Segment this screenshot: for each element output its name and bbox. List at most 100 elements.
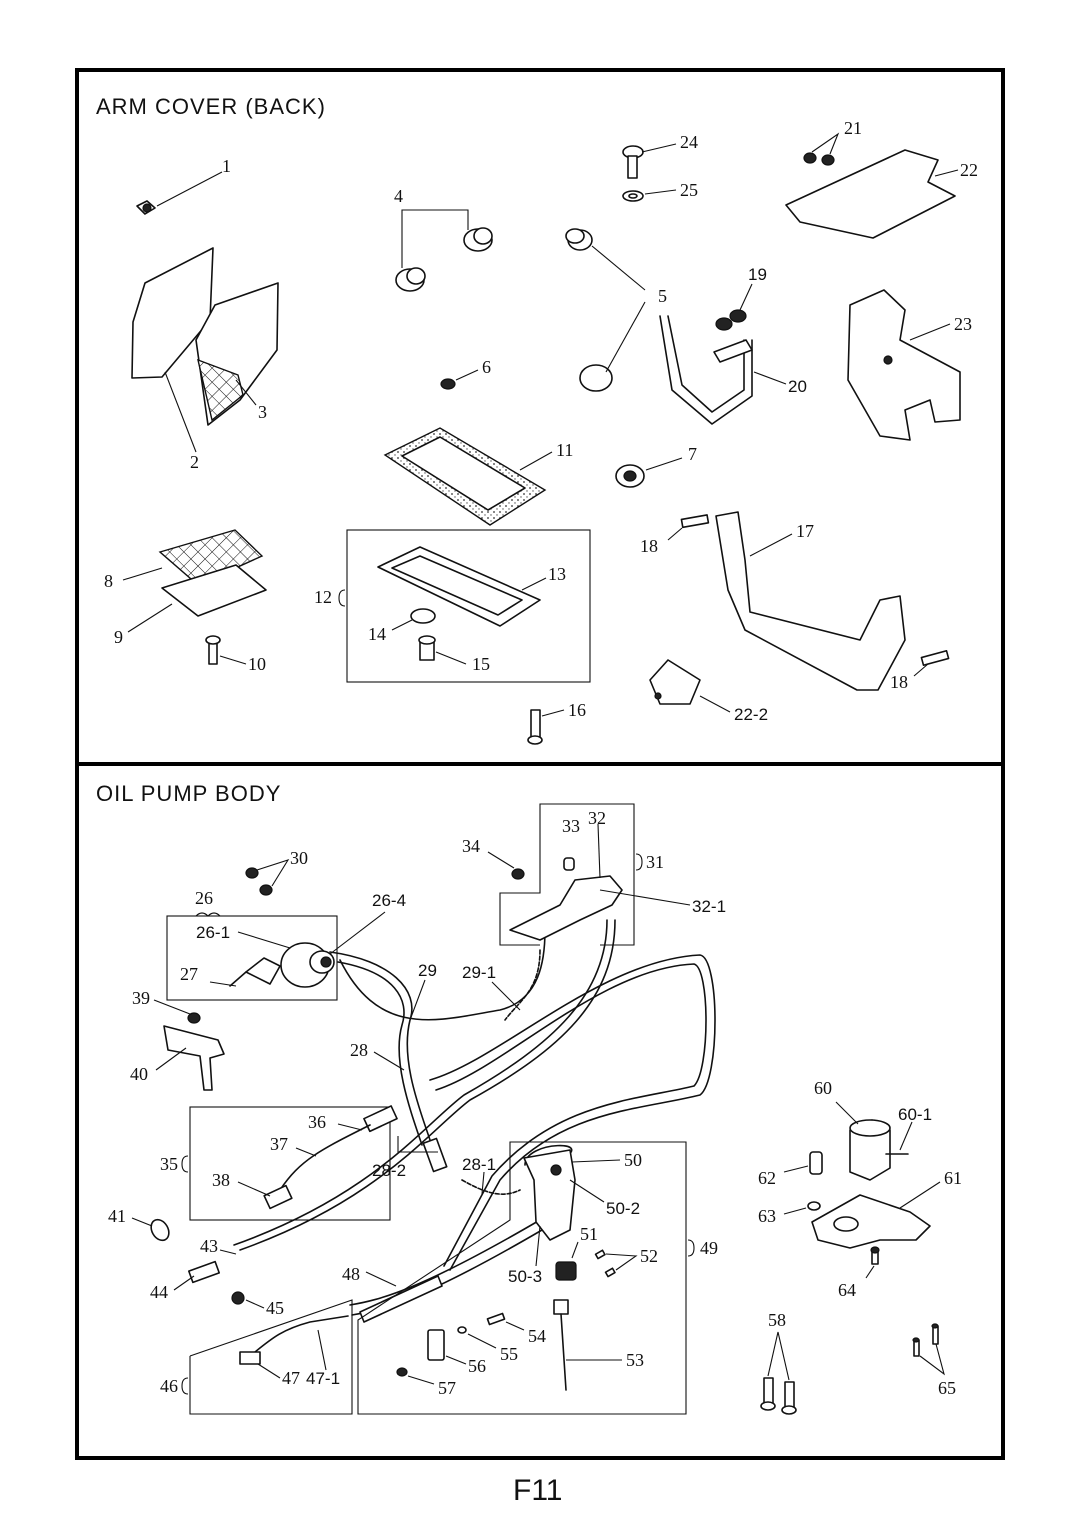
callout: 37 — [270, 1134, 288, 1154]
callout: 22 — [960, 160, 978, 180]
part-52-pins — [594, 1249, 616, 1278]
part-8-mesh-plate — [158, 529, 264, 586]
callout: 50 — [624, 1150, 642, 1170]
callout: 50-3 — [508, 1267, 542, 1286]
part-30-screws — [245, 867, 273, 896]
callout: 38 — [212, 1170, 230, 1190]
part-28-1-spring — [461, 1179, 521, 1195]
callout: 32 — [588, 808, 606, 828]
callout: 11 — [556, 440, 573, 460]
callout: 2 — [190, 452, 199, 472]
part-54-pin — [486, 1312, 506, 1326]
callout: 35 — [160, 1154, 178, 1174]
part-3-mesh-cover — [195, 282, 279, 426]
callout: 61 — [944, 1168, 962, 1188]
callout: 48 — [342, 1264, 360, 1284]
part-27-bracket — [229, 957, 281, 987]
part-15-plug — [418, 635, 436, 661]
callout: 27 — [180, 964, 198, 984]
part-40-bracket — [163, 1025, 225, 1091]
callout: 1 — [222, 156, 231, 176]
part-56-plate — [427, 1329, 445, 1361]
callout: 64 — [838, 1280, 856, 1300]
callout: 26-1 — [196, 923, 230, 942]
callout: 63 — [758, 1206, 776, 1226]
part-33-plug — [563, 857, 575, 871]
part-22-2-plate — [649, 659, 701, 705]
callout: 3 — [258, 402, 267, 422]
callout: 58 — [768, 1310, 786, 1330]
callout: 39 — [132, 988, 150, 1008]
group-26-box — [166, 915, 338, 1001]
callout: 47-1 — [306, 1369, 340, 1388]
part-65-screws — [912, 1323, 939, 1357]
part-9-plate — [161, 564, 267, 617]
callout: 28 — [350, 1040, 368, 1060]
group-49-box — [357, 1141, 687, 1415]
callout: 50-2 — [606, 1199, 640, 1218]
part-21-screws — [803, 152, 835, 166]
part-26-pump — [280, 942, 335, 988]
callout: 49 — [700, 1238, 718, 1258]
part-38-plug — [263, 1184, 293, 1210]
callout: 29 — [418, 961, 437, 980]
section-title-oil-pump: OIL PUMP BODY — [96, 781, 281, 806]
callout: 19 — [748, 265, 767, 284]
part-60-block — [849, 1119, 891, 1181]
part-23-cover-block — [847, 289, 961, 441]
callout: 13 — [548, 564, 566, 584]
part-37-cable — [279, 1124, 371, 1191]
callout: 54 — [528, 1326, 546, 1346]
part-22-plate — [785, 149, 956, 239]
part-51-cap — [555, 1261, 577, 1281]
callout: 21 — [844, 118, 862, 138]
callout: 9 — [114, 627, 123, 647]
callout: 41 — [108, 1206, 126, 1226]
part-6-screw — [440, 378, 456, 390]
callout: 46 — [160, 1376, 178, 1396]
callout: 40 — [130, 1064, 148, 1084]
part-10-bolt — [205, 635, 221, 665]
callout: 36 — [308, 1112, 326, 1132]
part-24-screw — [622, 145, 644, 179]
part-41-cap — [150, 1218, 170, 1242]
callout: 60-1 — [898, 1105, 932, 1124]
callout: 34 — [462, 836, 480, 856]
callout: 4 — [394, 186, 403, 206]
callout: 14 — [368, 624, 386, 644]
callout: 29-1 — [462, 963, 496, 982]
callout: 5 — [658, 286, 667, 306]
part-53-strainer — [553, 1299, 569, 1391]
part-20-bracket-wire — [659, 315, 753, 425]
part-50-pump-head — [523, 1149, 576, 1241]
callout: 31 — [646, 852, 664, 872]
group-31-box — [499, 803, 635, 946]
callout: 18 — [640, 536, 658, 556]
section-title-arm-cover: ARM COVER (BACK) — [96, 94, 326, 119]
part-32-oil-block — [509, 875, 623, 941]
part-19-screws — [715, 309, 747, 331]
page-number: F11 — [513, 1474, 562, 1507]
part-17-bracket — [715, 511, 906, 691]
callout: 45 — [266, 1298, 284, 1318]
part-11-gasket — [383, 427, 547, 526]
callout: 26 — [195, 888, 213, 908]
callout: 52 — [640, 1246, 658, 1266]
callout: 33 — [562, 816, 580, 836]
callout: 60 — [814, 1078, 832, 1098]
part-57-screw — [396, 1367, 408, 1377]
part-61-base-plate — [811, 1194, 931, 1249]
callout: 10 — [248, 654, 266, 674]
part-39-screw — [187, 1012, 201, 1024]
callout: 28-2 — [372, 1161, 406, 1180]
callout: 51 — [580, 1224, 598, 1244]
callout: 55 — [500, 1344, 518, 1364]
part-28-2-joint — [422, 1137, 448, 1173]
part-4-bushings — [395, 227, 493, 292]
part-7-nut — [615, 464, 645, 488]
part-14-washer — [410, 608, 436, 624]
part-44-fitting — [187, 1260, 221, 1284]
callout: 28-1 — [462, 1155, 496, 1174]
callout: 56 — [468, 1356, 486, 1376]
